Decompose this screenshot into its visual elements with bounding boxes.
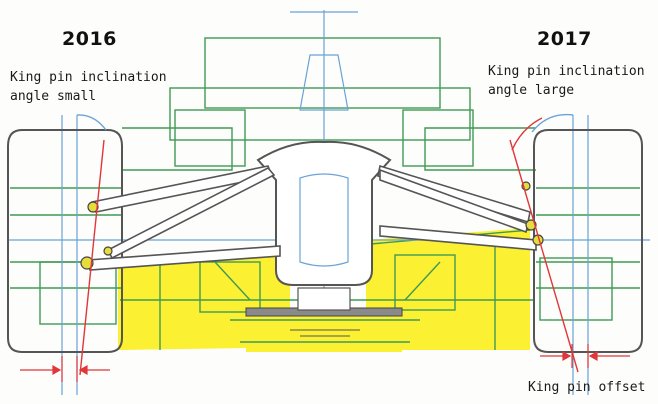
kpi-large-label: King pin inclination angle large <box>488 62 645 100</box>
kpi-small-label: King pin inclination angle small <box>10 68 167 106</box>
year-2016-label: 2016 <box>62 28 117 50</box>
kpi-small-line2: angle small <box>10 89 97 104</box>
offset-dimension-left <box>20 356 110 382</box>
nose-tip <box>299 173 349 267</box>
kpi-small-line1: King pin inclination <box>10 70 167 85</box>
floor-area-center <box>246 312 402 352</box>
kpi-large-line1: King pin inclination <box>488 64 645 79</box>
suspension-arms <box>87 164 537 271</box>
nose-cone <box>256 140 392 286</box>
floor-area-left <box>118 255 290 350</box>
kpi-large-line2: angle large <box>488 83 575 98</box>
tire-right <box>533 129 643 353</box>
king-pin-offset-label: King pin offset <box>528 380 646 395</box>
king-pin-axes <box>79 117 579 376</box>
angle-arcs <box>76 113 574 133</box>
year-2017-label: 2017 <box>537 28 592 50</box>
tire-left <box>7 129 123 353</box>
front-wing <box>245 287 403 337</box>
offset-dimension-right <box>540 344 630 368</box>
